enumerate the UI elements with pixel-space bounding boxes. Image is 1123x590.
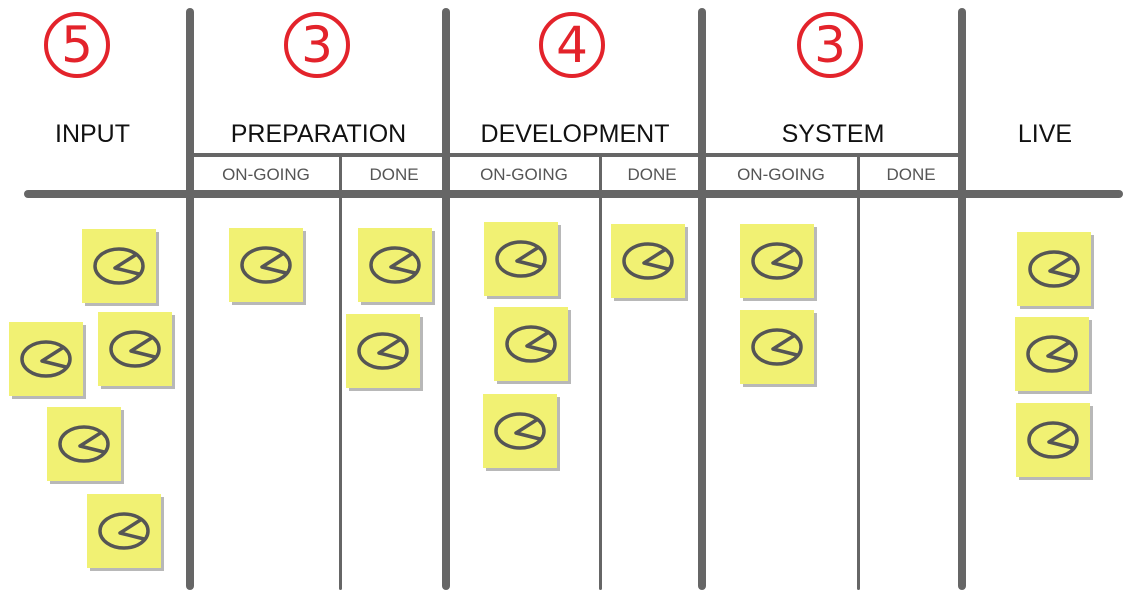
- task-card-preparation-ongoing[interactable]: [229, 228, 303, 302]
- task-card-development-ongoing[interactable]: [484, 222, 558, 296]
- subheader-divider-system: [702, 153, 964, 157]
- clock-icon: [622, 242, 674, 280]
- subcolumn-divider: [599, 155, 602, 590]
- subcolumn-divider: [857, 155, 860, 590]
- subcolumn-label-preparation-done: DONE: [369, 165, 419, 184]
- wip-limit-input: 5: [44, 12, 110, 78]
- clock-icon: [1028, 250, 1080, 288]
- task-card-preparation-done[interactable]: [358, 228, 432, 302]
- clock-icon: [58, 425, 110, 463]
- task-card-development-ongoing[interactable]: [483, 394, 557, 468]
- subcolumn-label-development-done: DONE: [627, 165, 677, 184]
- wip-limit-development: 4: [539, 12, 605, 78]
- column-divider: [958, 8, 966, 590]
- clock-icon: [751, 242, 803, 280]
- clock-icon: [240, 246, 292, 284]
- wip-limit-preparation: 3: [284, 12, 350, 78]
- clock-icon: [505, 325, 557, 363]
- clock-icon: [495, 240, 547, 278]
- task-card-live[interactable]: [1016, 403, 1090, 477]
- clock-icon: [20, 340, 72, 378]
- column-title-live: LIVE: [1017, 120, 1073, 148]
- column-divider: [698, 8, 706, 590]
- task-card-input[interactable]: [82, 229, 156, 303]
- subcolumn-label-system-ongoing: ON-GOING: [737, 165, 825, 184]
- subcolumn-divider: [339, 155, 342, 590]
- subcolumn-label-development-ongoing: ON-GOING: [480, 165, 568, 184]
- column-divider: [442, 8, 450, 590]
- wip-limit-system: 3: [797, 12, 863, 78]
- subheader-divider-preparation: [190, 153, 448, 157]
- column-title-input: INPUT: [55, 120, 130, 148]
- task-card-input[interactable]: [47, 407, 121, 481]
- task-card-live[interactable]: [1015, 317, 1089, 391]
- column-title-preparation: PREPARATION: [230, 120, 407, 148]
- column-title-development: DEVELOPMENT: [480, 120, 670, 148]
- clock-icon: [369, 246, 421, 284]
- task-card-input[interactable]: [87, 494, 161, 568]
- clock-icon: [109, 330, 161, 368]
- task-card-system-ongoing[interactable]: [740, 310, 814, 384]
- task-card-input[interactable]: [98, 312, 172, 386]
- clock-icon: [98, 512, 150, 550]
- clock-icon: [357, 332, 409, 370]
- header-divider: [24, 190, 1123, 198]
- task-card-input[interactable]: [9, 322, 83, 396]
- clock-icon: [751, 328, 803, 366]
- clock-icon: [494, 412, 546, 450]
- clock-icon: [93, 247, 145, 285]
- clock-icon: [1027, 421, 1079, 459]
- column-divider: [186, 8, 194, 590]
- clock-icon: [1026, 335, 1078, 373]
- subcolumn-label-preparation-ongoing: ON-GOING: [222, 165, 310, 184]
- task-card-development-done[interactable]: [611, 224, 685, 298]
- task-card-preparation-done[interactable]: [346, 314, 420, 388]
- subheader-divider-development: [446, 153, 704, 157]
- task-card-development-ongoing[interactable]: [494, 307, 568, 381]
- column-title-system: SYSTEM: [781, 120, 885, 148]
- subcolumn-label-system-done: DONE: [886, 165, 936, 184]
- task-card-live[interactable]: [1017, 232, 1091, 306]
- task-card-system-ongoing[interactable]: [740, 224, 814, 298]
